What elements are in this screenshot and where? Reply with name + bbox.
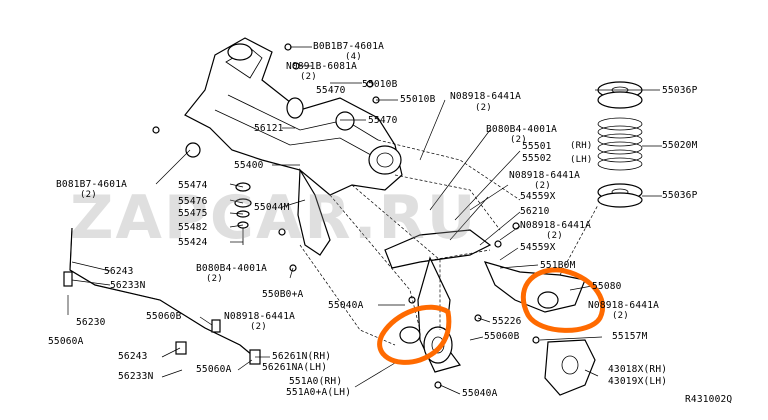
label-55502: 55502 [522,153,552,164]
label-55482: 55482 [178,222,208,233]
label-55501: 55501 [522,141,552,152]
label-55476: 55476 [178,196,208,207]
label-55040a: 55040A [462,388,498,399]
upper-arm [483,261,596,396]
label-56230: 56230 [76,317,106,328]
stabilizer-bar [63,227,261,365]
label-551b0m: 551B0M [540,260,576,271]
label-55470: 55470 [316,85,346,96]
label-56243: 56243 [104,266,134,277]
label-55080: 55080 [592,281,622,292]
label-qty: (2) [546,231,563,241]
label-55010b: 55010B [400,94,436,105]
label-55424: 55424 [178,237,208,248]
label-qty: (2) [80,190,97,200]
label-55060a: 55060A [48,336,84,347]
leader-lines [67,46,662,395]
label-55475: 55475 [178,208,208,219]
label-qty: (2) [534,181,551,191]
label-n0891b-6081a: N0891B-6081A [286,61,358,72]
diagram-id: R431002Q [685,394,733,405]
label-56233n: 56233N [118,371,154,382]
label-55060b: 55060B [146,311,182,322]
label-551a0-a: 551A0+A(LH) [286,387,352,398]
label-b080b4-4001a: B080B4-4001A [196,263,268,274]
label-55010b: 55010B [362,79,398,90]
label-55060a: 55060A [196,364,232,375]
label-qty: (2) [510,135,527,145]
label-56233n: 56233N [110,280,146,291]
label-55474: 55474 [178,180,208,191]
rear-subframe [184,37,403,256]
label-551a0: 551A0(RH) [289,376,343,387]
label-rh: (RH) [570,141,593,151]
label-qty: (2) [612,311,629,321]
label-n08918-6441a: N08918-6441A [509,170,581,181]
label-qty: (2) [206,274,223,284]
label-qty: (2) [300,72,317,82]
label-550b0-a: 550B0+A [262,289,304,300]
label-54559x: 54559X [520,191,556,202]
label-55036p: 55036P [662,85,698,96]
label-56210: 56210 [520,206,550,217]
watermark: ZAPCAR.RU [70,183,478,253]
label-56121: 56121 [254,123,284,134]
label-lh: (LH) [570,155,593,165]
label-56261na: 56261NA(LH) [262,362,328,373]
label-n08918-6441a: N08918-6441A [588,300,660,311]
label-43018x: 43018X(RH) [608,364,668,375]
label-b080b4-4001a: B080B4-4001A [486,124,558,135]
label-55040a: 55040A [328,300,364,311]
label-56243: 56243 [118,351,148,362]
label-qty: (4) [345,52,362,62]
label-55226: 55226 [492,316,522,327]
label-55044m: 55044M [254,202,290,213]
label-n08918-6441a: N08918-6441A [520,220,592,231]
label-56261n: 56261N(RH) [272,351,332,362]
label-qty: (2) [250,322,267,332]
label-55400: 55400 [234,160,264,171]
label-54559x: 54559X [520,242,556,253]
label-qty: (2) [475,103,492,113]
highlight-marks [377,267,606,365]
label-55036p: 55036P [662,190,698,201]
label-55157m: 55157M [612,331,648,342]
label-43019x: 43019X(LH) [608,376,668,387]
label-b0b1b7-4601a: B0B1B7-4601A [313,41,385,52]
label-n08918-6441a: N08918-6441A [224,311,296,322]
label-n08918-6441a: N08918-6441A [450,91,522,102]
coil-spring [597,81,643,208]
label-55060b: 55060B [484,331,520,342]
label-55470: 55470 [368,115,398,126]
label-b081b7-4601a: B081B7-4601A [56,179,128,190]
label-55020m: 55020M [662,140,698,151]
